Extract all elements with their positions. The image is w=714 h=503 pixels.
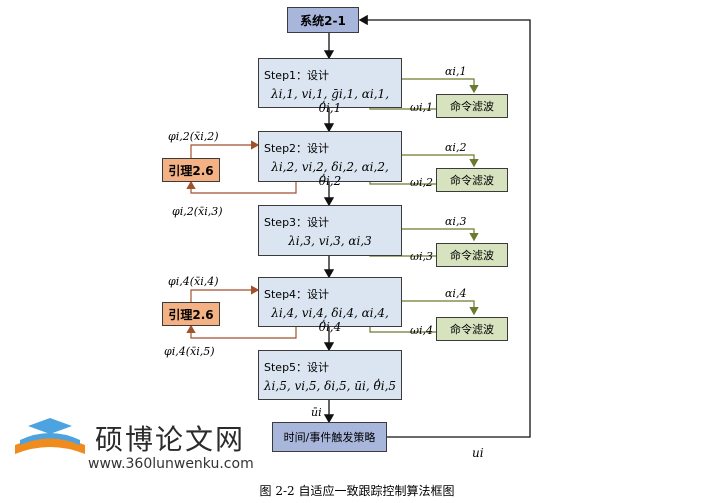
step3-title: Step3：设计 — [264, 216, 330, 229]
alpha-label-4: αi,4 — [445, 287, 467, 300]
u-bar-label: ūi — [311, 406, 322, 419]
figure-caption: 图 2-2 自适应一致跟踪控制算法框图 — [259, 484, 455, 498]
step1-title: Step1：设计 — [264, 69, 330, 82]
omega-label-2: ωi,2 — [410, 176, 433, 189]
lemma-1-phi-in: φi,2(x̄i,2) — [168, 130, 219, 143]
step2-title: Step2：设计 — [264, 142, 330, 155]
step3-vars: λi,3, vi,3, αi,3 — [288, 234, 372, 248]
filter-box-4: 命令滤波 — [436, 317, 508, 341]
step5-vars: λi,5, vi,5, δi,5, ūi, θ̂̇i,5 — [263, 379, 397, 393]
filter-loop-3-alpha — [402, 228, 479, 242]
alpha-label-1: αi,1 — [445, 65, 467, 78]
filter-box-2: 命令滤波 — [436, 168, 508, 192]
step4-title: Step4：设计 — [264, 288, 330, 301]
omega-label-1: ωi,1 — [410, 101, 433, 114]
lemma-box-2: 引理2.6 — [162, 302, 220, 326]
step4-box: Step4：设计 λi,4, vi,4, δi,4, αi,4, θ̂̇i,4 — [258, 277, 402, 334]
step3-box: Step3：设计 λi,3, vi,3, αi,3 — [258, 205, 402, 256]
lemma-2-phi-out: φi,4(x̄i,5) — [164, 345, 215, 358]
filter-box-3: 命令滤波 — [436, 243, 508, 267]
trigger-policy-box: 时间/事件触发策略 — [272, 422, 387, 452]
filter-loop-1-alpha — [402, 78, 479, 94]
lemma-1-in — [190, 140, 260, 158]
filter-box-1: 命令滤波 — [436, 94, 508, 118]
filter-loop-4-alpha — [402, 300, 479, 316]
watermark-logo-icon — [15, 418, 85, 454]
lemma-1-phi-out: φi,2(x̄i,3) — [172, 205, 223, 218]
feedback-line-u — [358, 14, 531, 438]
omega-label-3: ωi,3 — [410, 250, 433, 263]
lemma-box-1: 引理2.6 — [162, 158, 220, 182]
lemma-2-out — [186, 324, 297, 339]
watermark-url: www.360lunwenku.com — [88, 456, 254, 472]
lemma-1-out — [186, 180, 297, 194]
alpha-label-2: αi,2 — [445, 141, 467, 154]
filter-loop-2-alpha — [402, 154, 479, 168]
step5-title: Step5：设计 — [264, 361, 330, 374]
step2-vars: λi,2, vi,2, δi,2, αi,2, θ̂̇i,2 — [271, 160, 389, 188]
lemma-2-phi-in: φi,4(x̄i,4) — [168, 275, 219, 288]
system-box: 系统2-1 — [287, 7, 359, 33]
step5-box: Step5：设计 λi,5, vi,5, δi,5, ūi, θ̂̇i,5 — [258, 350, 402, 400]
omega-label-4: ωi,4 — [410, 324, 433, 337]
step1-box: Step1：设计 λi,1, vi,1, ḡi,1, αi,1, θ̂̇i,1 — [258, 58, 402, 115]
step1-vars: λi,1, vi,1, ḡi,1, αi,1, θ̂̇i,1 — [270, 87, 390, 115]
u-label: ui — [472, 446, 484, 460]
watermark-title: 硕博论文网 — [95, 423, 246, 456]
lemma-2-in — [190, 285, 260, 302]
step4-vars: λi,4, vi,4, δi,4, αi,4, θ̂̇i,4 — [271, 306, 389, 334]
alpha-label-3: αi,3 — [445, 215, 467, 228]
step2-box: Step2：设计 λi,2, vi,2, δi,2, αi,2, θ̂̇i,2 — [258, 131, 402, 188]
